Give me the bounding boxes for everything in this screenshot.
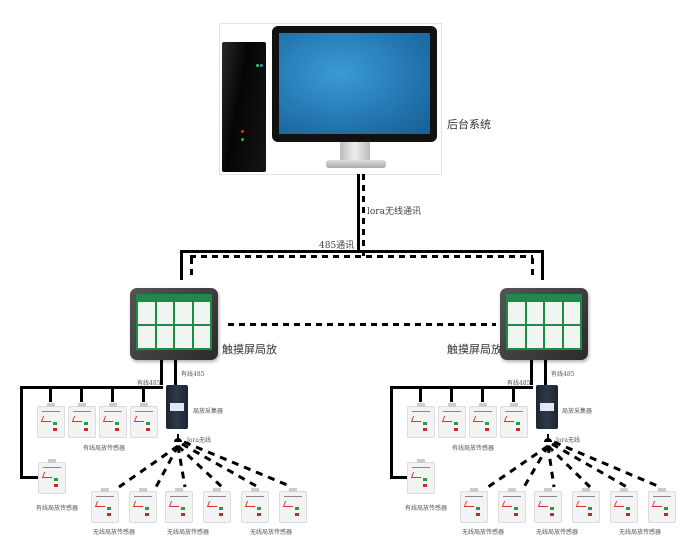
wired-sensor: [37, 403, 65, 438]
lora-backbone-label: lora无线通讯: [367, 207, 421, 217]
lora-ray: [487, 444, 549, 489]
lora-ray: [522, 445, 550, 488]
sensor-drop: [512, 386, 515, 402]
sensor-drop: [142, 386, 145, 402]
wireless-sensor-label: 无线局放传感器: [462, 529, 505, 536]
pd-collector-icon: [536, 385, 558, 429]
lora-ray: [181, 442, 259, 489]
wired-sensor-single-label: 有线局放传感器: [36, 505, 79, 512]
collector-485-drop: [544, 360, 547, 385]
sensor-drop: [419, 386, 422, 402]
sensor-drop: [49, 386, 52, 402]
lora-backbone-vertical: [362, 174, 365, 256]
wireless-sensor-label: 无线局放传感器: [167, 529, 210, 536]
lora-ray: [546, 445, 556, 488]
wireless-sensor: [648, 488, 676, 523]
windows-logo-icon: [279, 33, 430, 134]
wireless-sensor: [129, 488, 157, 523]
wireless-sensor: [498, 488, 526, 523]
wired-sensor-bus-tail: [390, 476, 408, 479]
lora-drop-left: [190, 258, 193, 280]
pc-tower-icon: [222, 42, 266, 172]
wireless-sensor: [91, 488, 119, 523]
wired-sensor-bus-down: [390, 386, 393, 478]
antenna-icon: [174, 434, 182, 442]
collector-label: 局放采集器: [562, 408, 593, 415]
lora-bus-horizontal: [190, 255, 533, 258]
wireless-sensor: [165, 488, 193, 523]
wireless-sensor-label: 无线局放传感器: [93, 529, 136, 536]
wired-485-label: 有线485: [137, 380, 161, 387]
rs485-backbone-label: 485通讯: [319, 241, 355, 251]
wired-sensor: [99, 403, 127, 438]
lora-ray: [176, 444, 224, 489]
collector-label: 局放采集器: [193, 408, 224, 415]
wired-sensor-group-label: 有线局放传感器: [452, 445, 495, 452]
wireless-sensor: [241, 488, 269, 523]
sensor-drop: [111, 386, 114, 402]
sensor-drop: [450, 386, 453, 402]
wired-485-drop: [530, 360, 533, 385]
rs485-drop-left: [180, 250, 183, 280]
wired-sensor: [500, 403, 528, 438]
wired-485-label: 有线485: [551, 371, 575, 378]
antenna-icon: [544, 434, 552, 442]
touch-panel-right: [500, 288, 588, 360]
wireless-sensor: [279, 488, 307, 523]
wired-sensor: [407, 459, 435, 494]
wired-sensor: [38, 459, 66, 494]
wired-sensor-bus-tail: [20, 476, 38, 479]
lora-label: lora无线: [556, 437, 580, 444]
wired-sensor: [68, 403, 96, 438]
wireless-sensor-label: 无线局放传感器: [250, 529, 293, 536]
wireless-sensor-label: 无线局放传感器: [536, 529, 579, 536]
wireless-sensor-label: 无线局放传感器: [619, 529, 662, 536]
rs485-bus-horizontal: [180, 250, 543, 253]
wired-sensor-group-label: 有线局放传感器: [83, 445, 126, 452]
wireless-sensor: [572, 488, 600, 523]
wireless-sensor: [610, 488, 638, 523]
wired-485-drop: [160, 360, 163, 385]
rs485-drop-right: [541, 250, 544, 280]
collector-485-drop: [174, 360, 177, 385]
rs485-backbone-vertical: [357, 174, 360, 252]
wired-sensor-single-label: 有线局放传感器: [405, 505, 448, 512]
sensor-drop: [80, 386, 83, 402]
wired-sensor: [130, 403, 158, 438]
wireless-sensor: [534, 488, 562, 523]
sensor-drop: [481, 386, 484, 402]
lora-ray: [551, 442, 628, 489]
monitor-icon: [272, 26, 437, 142]
panel-to-panel-lora-link: [228, 323, 496, 326]
wired-sensor: [469, 403, 497, 438]
touch-panel-label: 触摸屏局放: [222, 343, 277, 356]
monitor-stand-base: [326, 160, 386, 168]
lora-ray: [183, 440, 293, 489]
lora-drop-right: [531, 258, 534, 280]
wired-485-label: 有线485: [181, 371, 205, 378]
pd-collector-icon: [166, 385, 188, 429]
wireless-sensor: [460, 488, 488, 523]
wired-485-label: 有线485: [507, 380, 531, 387]
wired-sensor-bus: [390, 386, 533, 389]
monitor-stand: [340, 142, 370, 164]
lora-ray: [546, 444, 592, 489]
touch-panel-label: 触摸屏局放: [447, 343, 502, 356]
backend-system-label: 后台系统: [447, 118, 491, 131]
lora-label: lora无线: [187, 437, 211, 444]
wired-sensor-bus: [20, 386, 163, 389]
wired-sensor-bus-down: [20, 386, 23, 478]
lora-ray: [553, 440, 661, 489]
lora-ray: [176, 445, 187, 488]
wired-sensor: [438, 403, 466, 438]
touch-panel-left: [130, 288, 218, 360]
wired-sensor: [407, 403, 435, 438]
wireless-sensor: [203, 488, 231, 523]
